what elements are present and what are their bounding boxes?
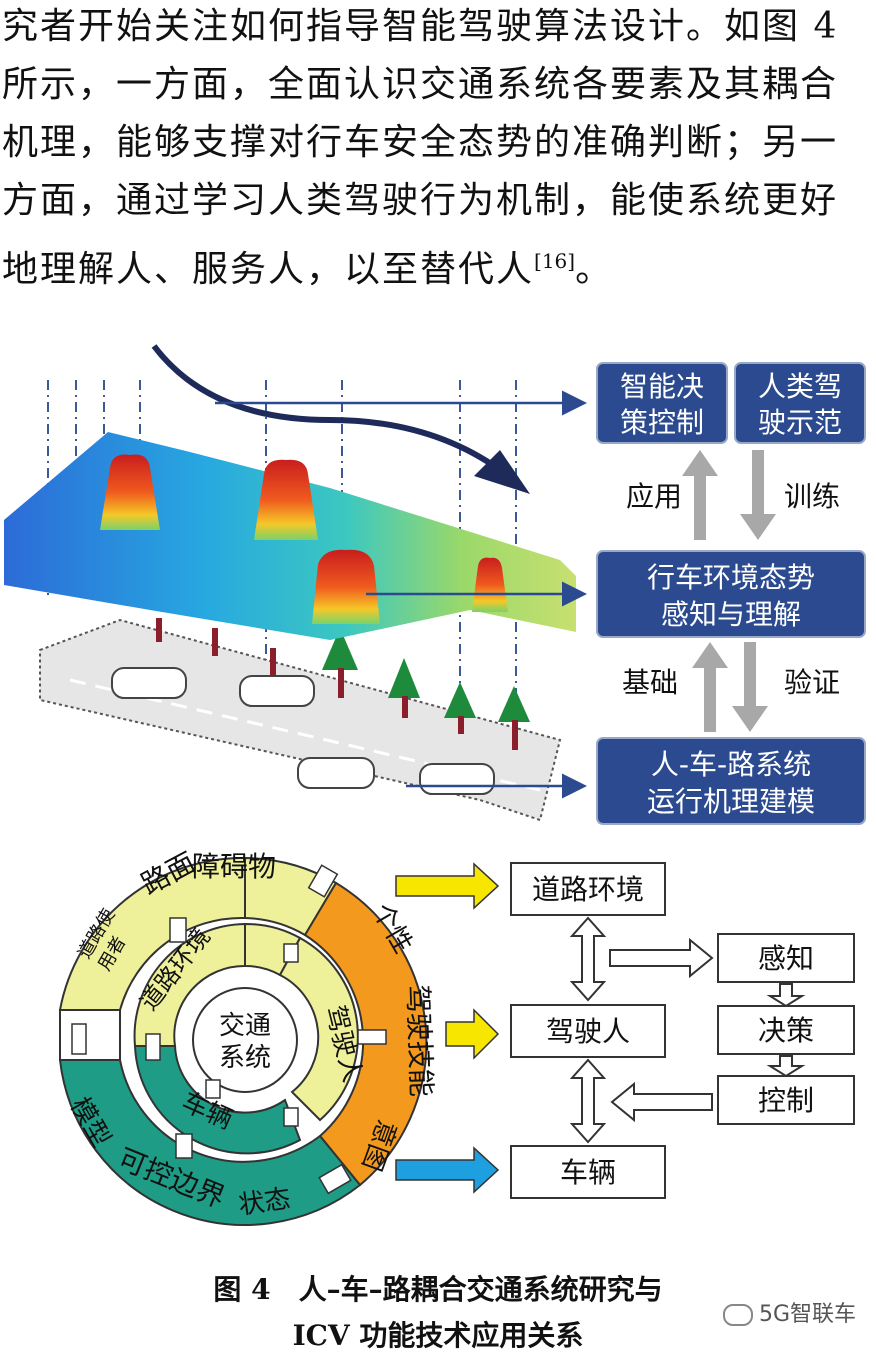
label-apply: 应用 <box>626 480 682 513</box>
paragraph-line: 所示，一方面，全面认识交通系统各要素及其耦合 <box>2 64 839 105</box>
watermark-text: 5G智联车 <box>758 1302 856 1327</box>
box-decision-line1: 智能决 <box>620 370 704 403</box>
label-verify: 验证 <box>784 666 840 699</box>
box-decision-control: 智能决 策控制 <box>596 362 728 444</box>
wechat-icon <box>722 1304 753 1326</box>
paragraph-line-text: 地理解人、服务人，以至替代人 <box>2 249 535 290</box>
watermark: 5G智联车 <box>722 1296 856 1328</box>
flow-box-control: 控制 <box>717 1075 855 1125</box>
paragraph-line-last: 地理解人、服务人，以至替代人[16]。 <box>2 232 613 290</box>
box-human-demo-line2: 驶示范 <box>758 406 842 439</box>
ring-center-line1: 交通 <box>219 1011 271 1041</box>
ring-center-line2: 系统 <box>219 1043 271 1073</box>
flow-box-perceive: 感知 <box>717 933 855 983</box>
box-perception-line1: 行车环境态势 <box>647 561 815 594</box>
box-human-demo-line1: 人类驾 <box>758 370 842 403</box>
flow-control-label: 控制 <box>758 1084 814 1117</box>
arrow-yellow-road <box>395 862 500 910</box>
box-decision-line2: 策控制 <box>620 406 704 439</box>
box-modeling-line2: 运行机理建模 <box>647 785 815 818</box>
paragraph-line: 方面，通过学习人类驾驶行为机制，能使系统更好 <box>2 180 839 221</box>
figure-4: 智能决 策控制 人类驾 驶示范 应用 训练 行车环境态势 感知与理解 基础 验证… <box>4 344 866 1226</box>
box-human-demo: 人类驾 驶示范 <box>734 362 866 444</box>
citation-ref[interactable]: [16] <box>534 249 576 273</box>
ring-driving-skill: 驾驶技能 <box>401 984 438 1097</box>
ring-obstacle: 障碍物 <box>192 850 276 883</box>
flow-box-driver: 驾驶人 <box>510 1004 666 1058</box>
ring-state: 状态 <box>237 1184 293 1221</box>
arrow-blue-vehicle <box>395 1146 500 1194</box>
paragraph-line: 机理，能够支撑对行车安全态势的准确判断；另一 <box>2 122 839 163</box>
flow-box-decide: 决策 <box>717 1005 855 1055</box>
flow-box-vehicle: 车辆 <box>510 1145 666 1199</box>
arrows-basis-verify <box>692 642 768 732</box>
box-modeling-line1: 人-车-路系统 <box>651 748 811 781</box>
label-train: 训练 <box>784 480 840 513</box>
arrow-yellow-driver <box>445 1008 500 1060</box>
figure-caption-line2: ICV 功能技术应用关系 <box>292 1319 584 1352</box>
traffic-3d-illustration <box>4 344 587 822</box>
figure-caption-line1: 图 4 人–车–路耦合交通系统研究与 <box>213 1273 663 1306</box>
flow-road-env-label: 道路环境 <box>532 873 644 906</box>
flow-box-road-env: 道路环境 <box>510 862 666 916</box>
paragraph-line: 究者开始关注如何指导智能驾驶算法设计。如图 4 <box>2 6 839 47</box>
box-modeling: 人-车-路系统 运行机理建模 <box>596 737 866 825</box>
paragraph-end-punct: 。 <box>575 249 614 290</box>
flow-vehicle-label: 车辆 <box>560 1156 616 1189</box>
arrows-apply-train <box>682 450 776 540</box>
flow-driver-label: 驾驶人 <box>546 1015 630 1048</box>
flow-perceive-label: 感知 <box>758 942 814 975</box>
ring-double-arrows <box>71 864 387 1195</box>
flow-hollow-arrows <box>569 916 806 1144</box>
box-perception-line2: 感知与理解 <box>661 598 801 631</box>
flow-decide-label: 决策 <box>758 1014 814 1047</box>
box-perception: 行车环境态势 感知与理解 <box>596 550 866 638</box>
label-basis: 基础 <box>622 666 678 699</box>
